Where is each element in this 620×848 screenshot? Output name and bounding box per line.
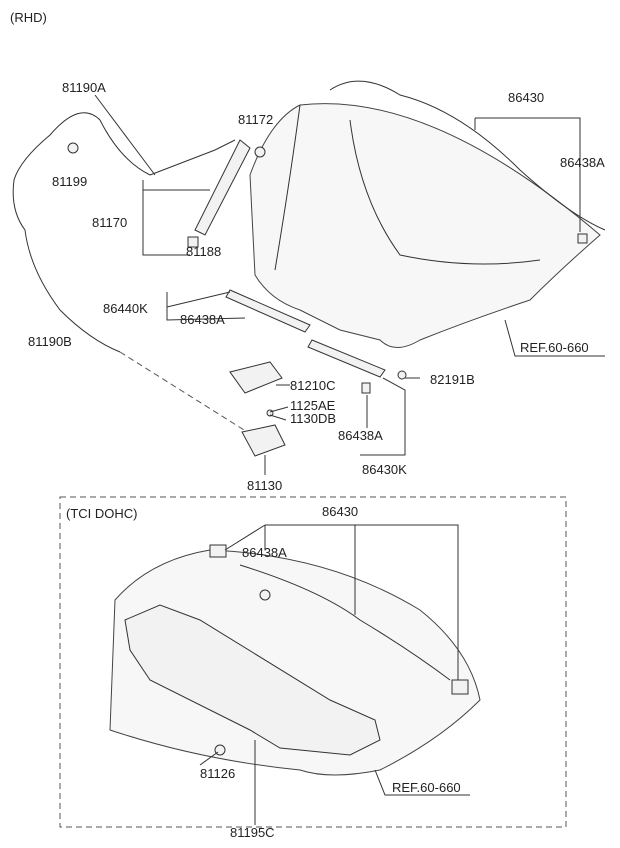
latch-81210C xyxy=(229,361,283,394)
latch-81130 xyxy=(241,424,286,457)
variant-label-rhd: (RHD) xyxy=(10,10,47,25)
part-81172 xyxy=(254,146,266,158)
label-81190B: 81190B xyxy=(28,334,72,349)
label-81190A: 81190A xyxy=(62,80,106,95)
hood-insulator-81195C xyxy=(124,604,381,756)
part-81199 xyxy=(67,142,79,154)
label-81195C: 81195C xyxy=(230,825,275,840)
label-82191B: 82191B xyxy=(430,372,475,387)
label-86438A: 86438A xyxy=(180,312,225,327)
weatherstrip-86430 xyxy=(329,80,606,231)
label-86430: 86430 xyxy=(322,504,358,519)
tci-dohc-box xyxy=(59,496,567,828)
label-81210C: 81210C xyxy=(290,378,336,393)
label-81199: 81199 xyxy=(52,174,87,189)
label-86430: 86430 xyxy=(508,90,544,105)
variant-label-tci-dohc: (TCI DOHC) xyxy=(66,506,138,521)
part-81188 xyxy=(187,236,199,248)
label-86438A: 86438A xyxy=(242,545,287,560)
label-86438A: 86438A xyxy=(338,428,383,443)
label-81130: 81130 xyxy=(247,478,282,493)
ref-label-top[interactable]: REF.60-660 xyxy=(520,340,589,355)
label-81188: 81188 xyxy=(186,244,221,259)
rail-86440K xyxy=(225,289,311,333)
hood-panel xyxy=(249,103,601,348)
part-82191B xyxy=(397,370,407,380)
ref-label-bottom[interactable]: REF.60-660 xyxy=(392,780,461,795)
hood-lift-strut xyxy=(194,139,251,236)
rail-86430K xyxy=(307,339,386,378)
label-81126: 81126 xyxy=(200,766,235,781)
release-cable xyxy=(12,112,151,353)
label-81172: 81172 xyxy=(238,112,273,127)
label-86430K: 86430K xyxy=(362,462,407,477)
label-86440K: 86440K xyxy=(103,301,148,316)
label-1125AE: 1125AE xyxy=(290,398,336,413)
label-81170: 81170 xyxy=(92,215,127,230)
label-86438A: 86438A xyxy=(560,155,605,170)
label-1130DB: 1130DB xyxy=(290,411,336,426)
